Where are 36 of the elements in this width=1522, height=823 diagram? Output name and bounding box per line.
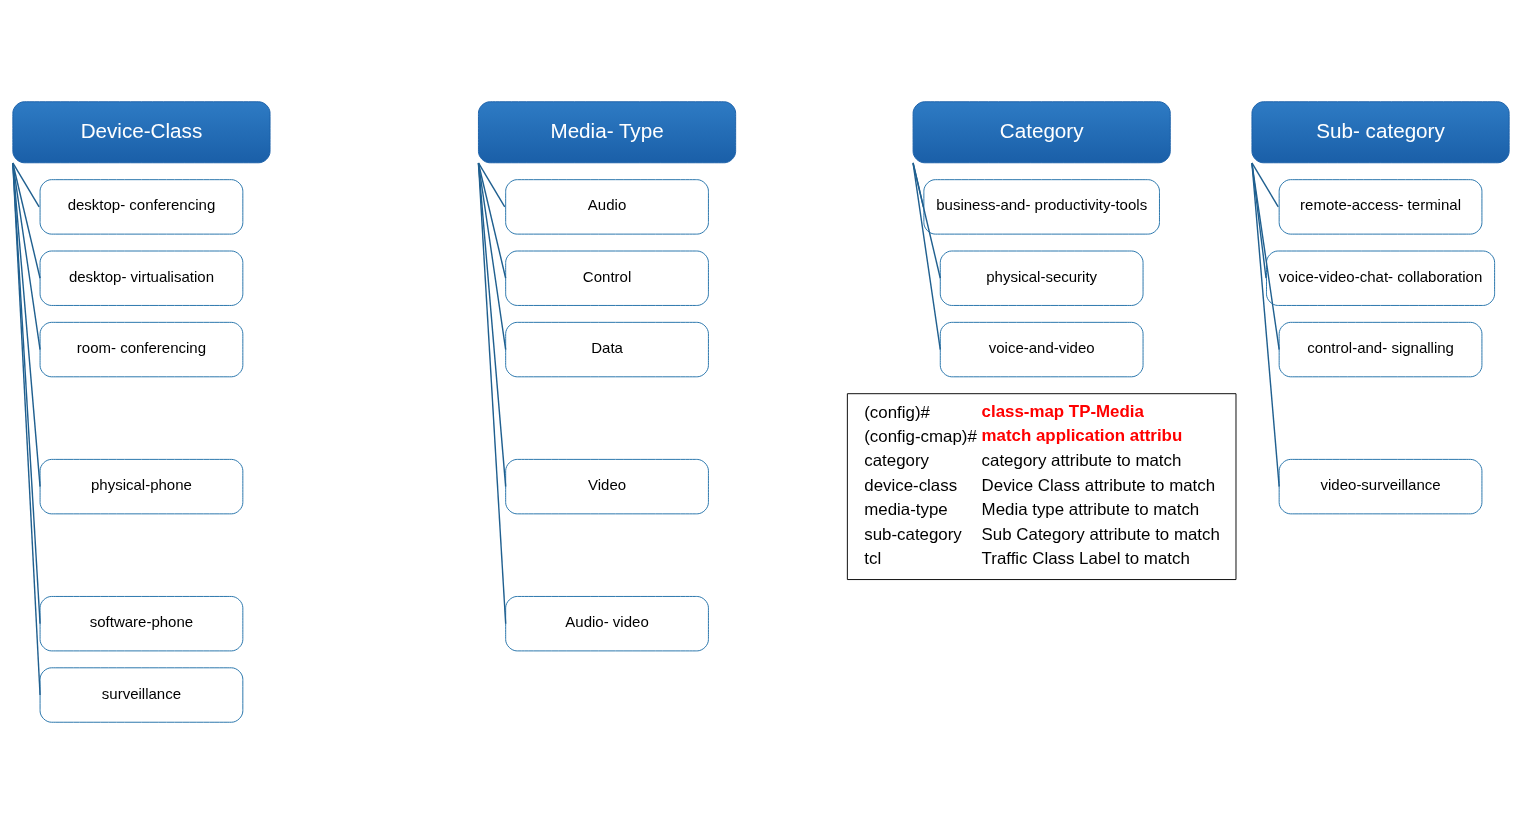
node-box: Control — [505, 250, 709, 306]
node-box: voice-and-video — [939, 321, 1144, 377]
connector — [1251, 161, 1279, 208]
node-box: control-and- signalling — [1278, 321, 1483, 377]
connector — [12, 162, 41, 487]
node-box: desktop- virtualisation — [39, 250, 244, 306]
node-box: desktop- conferencing — [39, 178, 244, 235]
node-box: surveillance — [39, 666, 244, 723]
node-box: remote-access- terminal — [1278, 178, 1483, 235]
connector — [477, 162, 507, 279]
node-box: Video — [505, 458, 709, 514]
connector — [912, 162, 941, 350]
connector — [1251, 162, 1280, 487]
node-box: Audio — [505, 178, 709, 235]
node-box: physical-phone — [39, 458, 244, 514]
node-box: voice-video-chat- collaboration — [1266, 250, 1496, 306]
node-box: Audio- video — [505, 595, 709, 651]
connector — [477, 161, 506, 208]
connector — [477, 162, 507, 624]
node-box: physical-security — [939, 250, 1144, 306]
node-box: Data — [505, 321, 709, 377]
node-box: software-phone — [39, 595, 244, 651]
connector — [477, 162, 507, 487]
node-box: Media- Type — [477, 100, 737, 163]
connector — [477, 162, 507, 350]
node-box: (config)# class-map TP-Media (config-cmap)# match application attribu category category attribute to match device-class Device Class attribute to match media-type Media type attribute to match sub-category Sub Category attribute to match tcl Traffic Class Label to match — [846, 392, 1237, 580]
node-box: Device-Class — [12, 100, 271, 163]
connector — [1251, 162, 1280, 350]
connector — [12, 162, 41, 279]
connector — [12, 161, 40, 208]
node-box: Sub- category — [1251, 100, 1510, 163]
node-box: business-and- productivity-tools — [923, 178, 1160, 235]
node-box: room- conferencing — [39, 321, 244, 377]
node-box: Category — [912, 100, 1171, 163]
connector — [12, 162, 41, 350]
node-box: video-surveillance — [1278, 458, 1483, 514]
